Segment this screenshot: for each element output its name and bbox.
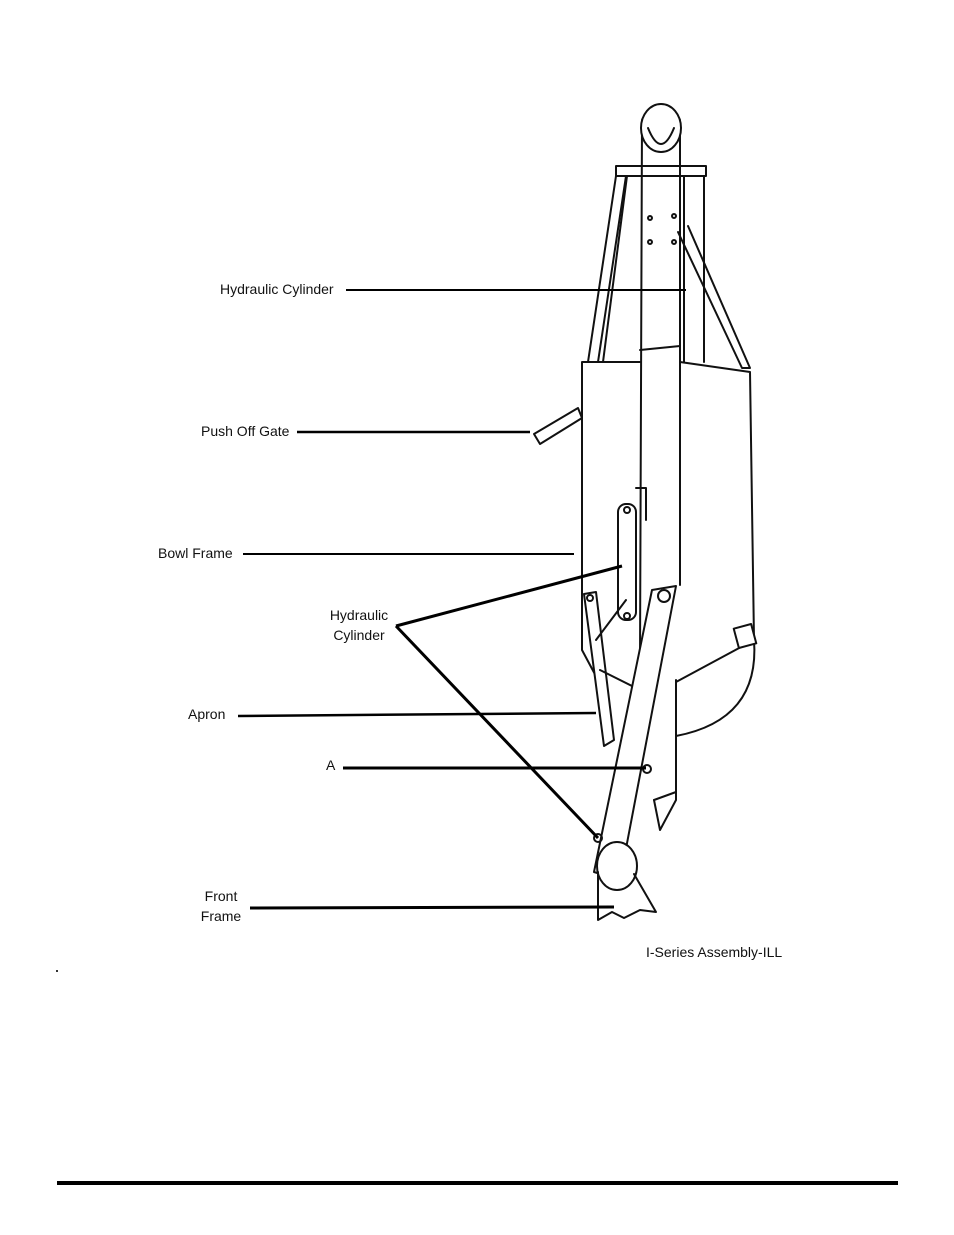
left-strut-inner bbox=[602, 175, 628, 363]
apron-arm bbox=[583, 591, 615, 747]
mid-hydraulic-cylinder bbox=[617, 503, 637, 621]
main-boom bbox=[639, 119, 681, 661]
label-hydraulic-cylinder-mid-line1: Hydraulic bbox=[329, 607, 389, 623]
label-front-frame-line1: Front bbox=[204, 888, 238, 904]
leader-apron bbox=[237, 711, 597, 718]
boom-top-cap bbox=[640, 103, 682, 153]
bowl-curve bbox=[675, 639, 756, 737]
figure-caption: I-Series Assembly-ILL bbox=[646, 944, 783, 960]
front-frame-break bbox=[597, 871, 657, 921]
label-hydraulic-cylinder-mid-line2: Cylinder bbox=[333, 627, 385, 643]
leader-front-frame bbox=[249, 905, 615, 910]
bowl-tab bbox=[732, 623, 758, 649]
leader-hydraulic-cylinder-mid-a bbox=[395, 564, 623, 628]
footer-rule bbox=[57, 1181, 898, 1185]
label-hydraulic-cylinder-mid: Hydraulic Cylinder bbox=[326, 605, 392, 645]
label-front-frame-line2: Frame bbox=[200, 908, 242, 924]
hydraulic-cylinder-diagonal bbox=[677, 225, 751, 369]
label-push-off-gate: Push Off Gate bbox=[201, 423, 290, 439]
leader-hydraulic-cylinder-mid-b bbox=[394, 624, 600, 840]
push-off-gate-handle bbox=[533, 407, 583, 445]
bowl-frame bbox=[581, 361, 755, 683]
label-bowl-frame: Bowl Frame bbox=[158, 545, 233, 561]
top-crossbar bbox=[615, 165, 707, 177]
label-point-a: A bbox=[326, 757, 336, 773]
label-hydraulic-cylinder-top: Hydraulic Cylinder bbox=[220, 281, 334, 297]
label-front-frame: Front Frame bbox=[198, 886, 244, 926]
stray-mark bbox=[56, 970, 58, 972]
second-arm bbox=[653, 679, 677, 831]
front-frame-joint bbox=[596, 841, 638, 891]
label-apron: Apron bbox=[188, 706, 226, 722]
